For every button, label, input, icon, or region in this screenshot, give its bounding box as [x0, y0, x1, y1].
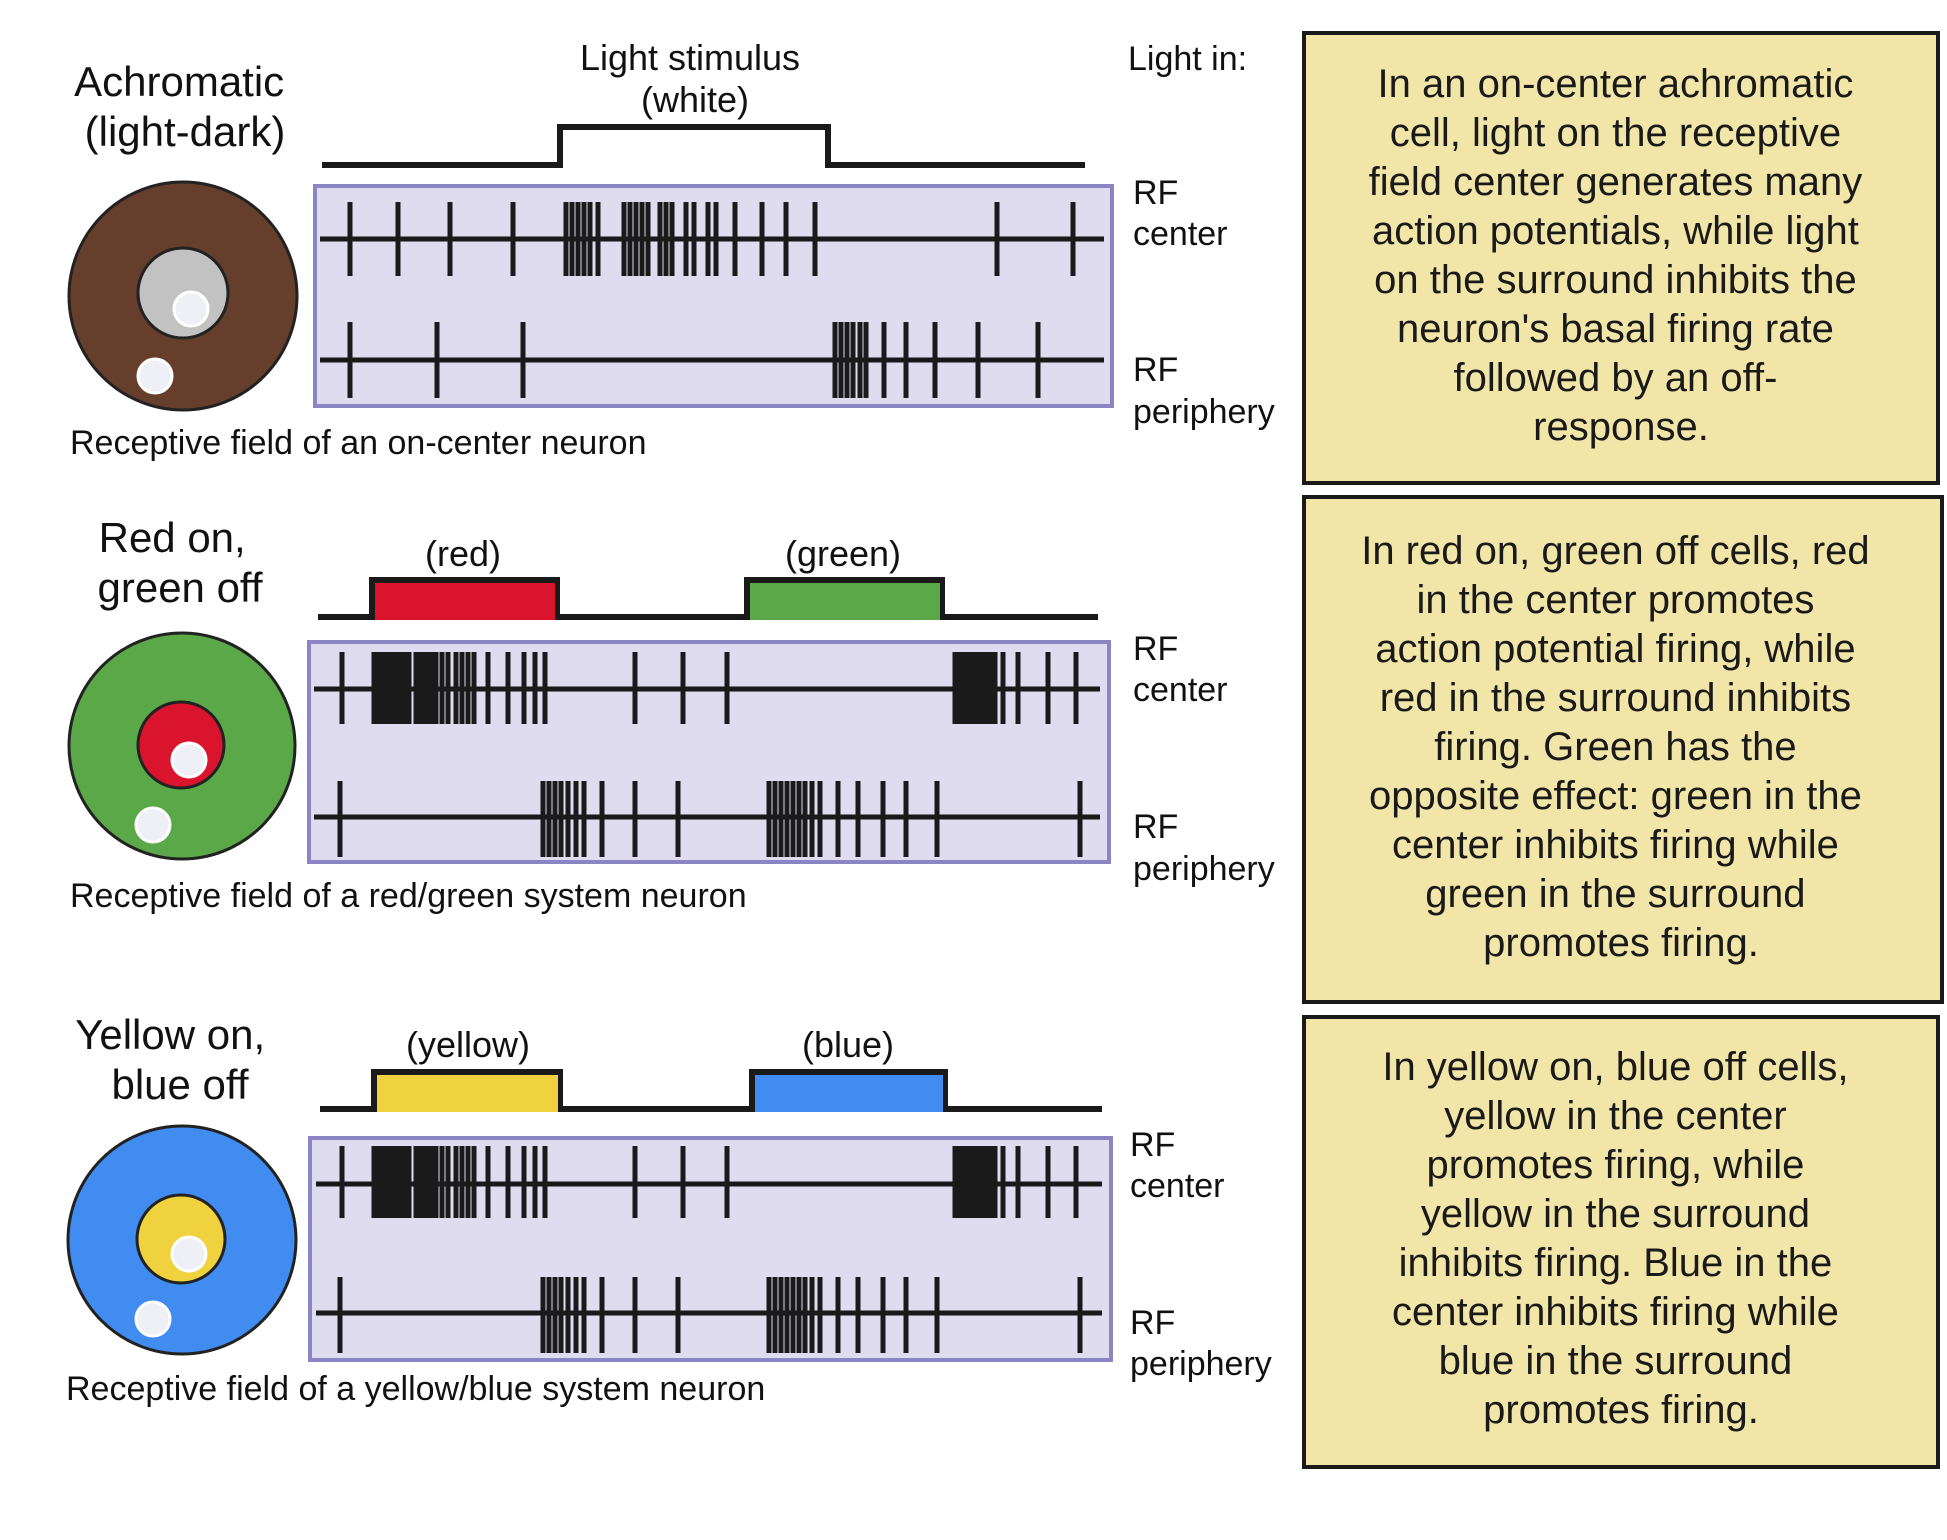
periphery-spike-train	[337, 781, 1083, 857]
description-line: inhibits firing. Blue in the	[1399, 1241, 1833, 1285]
description-line: field center generates many	[1369, 160, 1863, 204]
rf-center-label-line: center	[1130, 1167, 1225, 1205]
stimulus-label: (green)	[785, 533, 901, 574]
description-box	[1302, 31, 1940, 485]
rf-center-label-line: RF	[1133, 630, 1178, 668]
description-line: In red on, green off cells, red	[1361, 529, 1869, 573]
description-line: followed by an off-	[1453, 356, 1777, 400]
stimulus-bar-blue	[755, 1075, 943, 1112]
row-red-green: Red on, green off (red) (green) RF cente…	[67, 495, 1944, 1004]
rf-center-label-line: center	[1133, 671, 1228, 709]
description-line: blue in the surround	[1439, 1339, 1793, 1383]
description-text: In yellow on, blue off cells, yellow in …	[1382, 1045, 1859, 1432]
description-line: In an on-center achromatic	[1378, 62, 1854, 106]
rf-periphery-label-line: RF	[1133, 808, 1178, 846]
stimulus-label-line: Light stimulus	[580, 37, 800, 78]
rf-center-label-line: RF	[1133, 174, 1178, 212]
row-achromatic: Achromatic (light-dark) Light stimulus (…	[67, 31, 1940, 485]
description-line: neuron's basal firing rate	[1397, 307, 1834, 351]
rf-periphery-label-line: periphery	[1130, 1345, 1272, 1383]
row-title: Yellow on, blue off	[75, 1011, 277, 1108]
receptive-field	[67, 631, 297, 861]
light-spot-periphery	[136, 357, 174, 395]
description-line: action potential firing, while	[1375, 627, 1855, 671]
rf-center-label-line: center	[1133, 215, 1228, 253]
description-box	[1302, 495, 1944, 1004]
description-line: In yellow on, blue off cells,	[1382, 1045, 1848, 1089]
stimulus-bar-green	[750, 583, 940, 620]
row-title: Achromatic (light-dark)	[74, 58, 296, 155]
description-text: In an on-center achromatic cell, light o…	[1369, 62, 1874, 449]
receptive-field	[67, 180, 299, 412]
rf-periphery-label-line: periphery	[1133, 393, 1275, 431]
center-spike-train	[339, 652, 1079, 724]
description-line: action potentials, while light	[1372, 209, 1859, 253]
rf-center-label-line: RF	[1130, 1126, 1175, 1164]
light-spot-center	[170, 1235, 208, 1273]
stimulus-bar-yellow	[377, 1075, 558, 1112]
description-line: red in the surround inhibits	[1380, 676, 1851, 720]
description-line: response.	[1533, 405, 1709, 449]
rf-center-label: RF center	[1133, 174, 1228, 253]
row-title-line: Red on,	[99, 514, 246, 561]
rf-center-label: RF center	[1133, 630, 1228, 709]
description-line: promotes firing.	[1483, 1388, 1759, 1432]
rf-center-label: RF center	[1130, 1126, 1225, 1205]
light-spot-center	[170, 741, 208, 779]
row-title-line: blue off	[111, 1061, 248, 1108]
description-line: on the surround inhibits the	[1374, 258, 1857, 302]
stimulus-label: (yellow)	[406, 1024, 530, 1065]
light-spot-center	[172, 290, 210, 328]
light-spot-periphery	[134, 1300, 172, 1338]
stimulus-trace	[318, 577, 1098, 620]
stimulus-label: Light stimulus (white)	[580, 37, 810, 120]
light-spot-periphery	[134, 806, 172, 844]
light-in-label: Light in:	[1128, 40, 1247, 78]
row-title-line: Yellow on,	[75, 1011, 265, 1058]
description-line: opposite effect: green in the	[1369, 774, 1862, 818]
stimulus-label: (red)	[425, 533, 501, 574]
description-box	[1302, 1015, 1940, 1469]
rf-periphery-label-line: periphery	[1133, 850, 1275, 888]
rf-periphery-label-line: RF	[1133, 351, 1178, 389]
rf-periphery-label: RF periphery	[1130, 1304, 1272, 1383]
description-line: promotes firing.	[1483, 921, 1759, 965]
description-line: yellow in the center	[1444, 1094, 1786, 1138]
description-text: In red on, green off cells, red in the c…	[1361, 529, 1881, 965]
stimulus-label: (blue)	[802, 1024, 894, 1065]
rf-caption: Receptive field of a red/green system ne…	[70, 877, 747, 915]
description-line: promotes firing, while	[1426, 1143, 1804, 1187]
description-line: green in the surround	[1425, 872, 1805, 916]
stimulus-trace	[322, 124, 1085, 168]
rf-caption: Receptive field of an on-center neuron	[70, 424, 646, 462]
periphery-spike-train	[347, 322, 1041, 398]
row-title-line: green off	[97, 564, 262, 611]
receptive-field	[66, 1124, 298, 1356]
row-title: Red on, green off	[97, 514, 262, 611]
center-spike-train	[339, 1146, 1079, 1218]
description-line: cell, light on the receptive	[1390, 111, 1841, 155]
stimulus-trace	[320, 1069, 1102, 1112]
center-spike-train	[347, 202, 1076, 276]
rf-caption: Receptive field of a yellow/blue system …	[66, 1370, 765, 1408]
description-line: center inhibits firing while	[1392, 1290, 1839, 1334]
row-title-line: (light-dark)	[85, 108, 286, 155]
stimulus-label-line: (white)	[641, 79, 749, 120]
description-line: firing. Green has the	[1434, 725, 1796, 769]
description-line: in the center promotes	[1416, 578, 1814, 622]
row-yellow-blue: Yellow on, blue off (yellow) (blue) RF c…	[66, 1011, 1940, 1469]
description-line: yellow in the surround	[1421, 1192, 1810, 1236]
row-title-line: Achromatic	[74, 58, 284, 105]
description-line: center inhibits firing while	[1392, 823, 1839, 867]
rf-periphery-label: RF periphery	[1133, 808, 1275, 888]
stimulus-bar-red	[375, 583, 555, 620]
rf-periphery-label-line: RF	[1130, 1304, 1175, 1342]
periphery-spike-train	[337, 1277, 1083, 1353]
rf-periphery-label: RF periphery	[1133, 351, 1275, 431]
